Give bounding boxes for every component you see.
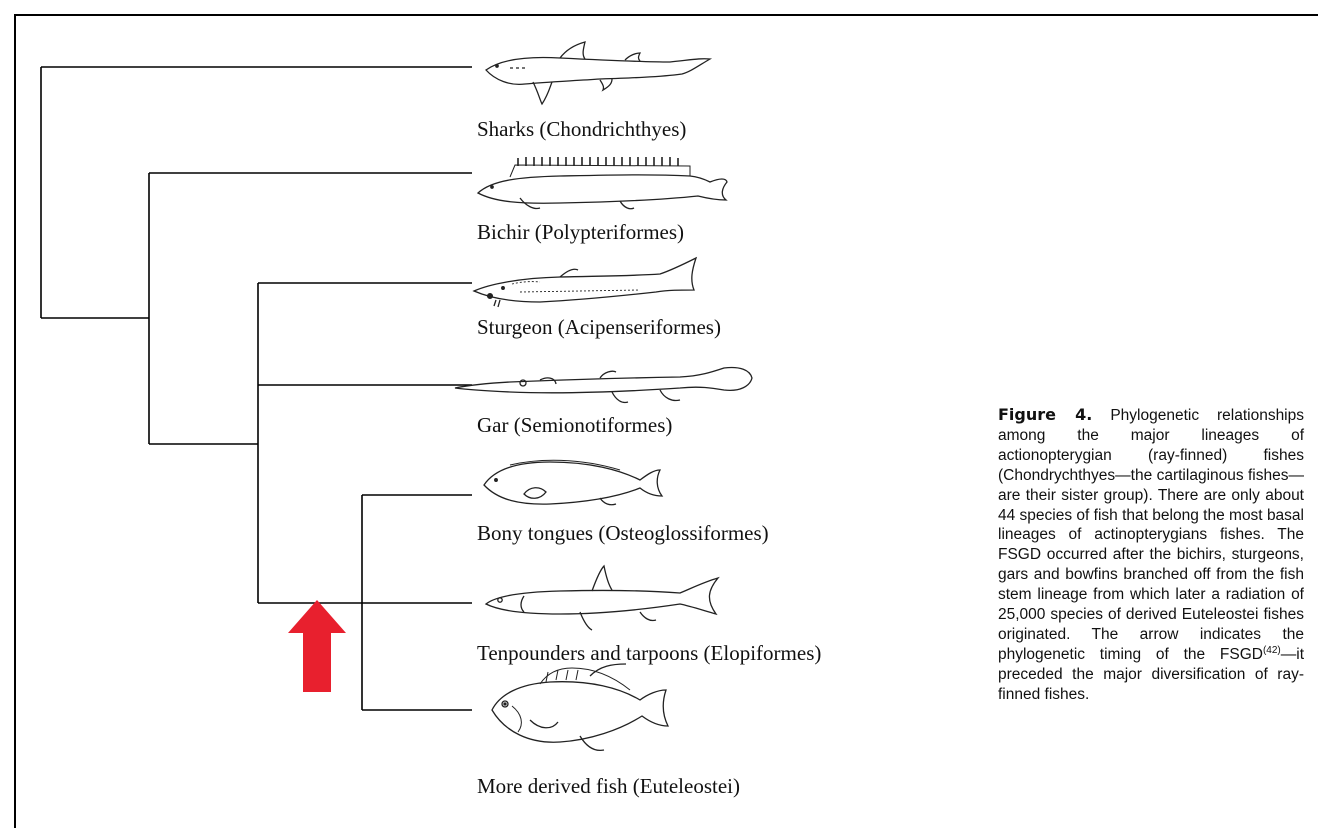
figure-label: Figure 4. bbox=[998, 405, 1092, 424]
caption-reference: (42) bbox=[1263, 645, 1281, 656]
figure-caption: Figure 4. Phylogenetic relationships amo… bbox=[998, 405, 1304, 705]
taxon-label-sharks: Sharks (Chondrichthyes) bbox=[477, 117, 686, 142]
sturgeon-icon bbox=[474, 258, 696, 307]
bony-tongue-icon bbox=[484, 460, 662, 504]
shark-icon bbox=[486, 42, 710, 104]
taxon-label-sturgeon: Sturgeon (Acipenseriformes) bbox=[477, 315, 721, 340]
taxon-label-tarpons: Tenpounders and tarpoons (Elopiformes) bbox=[477, 641, 821, 666]
taxon-label-gar: Gar (Semionotiformes) bbox=[477, 413, 672, 438]
tree-branches bbox=[41, 67, 472, 710]
perch-icon bbox=[492, 664, 668, 750]
tarpon-icon bbox=[486, 566, 718, 630]
caption-text: Phylogenetic relationships among the maj… bbox=[998, 407, 1304, 663]
taxon-label-bony-tongues: Bony tongues (Osteoglossiformes) bbox=[477, 521, 769, 546]
taxon-label-euteleostei: More derived fish (Euteleostei) bbox=[477, 774, 740, 799]
fsgd-arrow-icon bbox=[288, 600, 346, 692]
bichir-icon bbox=[478, 157, 727, 209]
taxon-label-bichir: Bichir (Polypteriformes) bbox=[477, 220, 684, 245]
gar-icon bbox=[455, 367, 752, 402]
